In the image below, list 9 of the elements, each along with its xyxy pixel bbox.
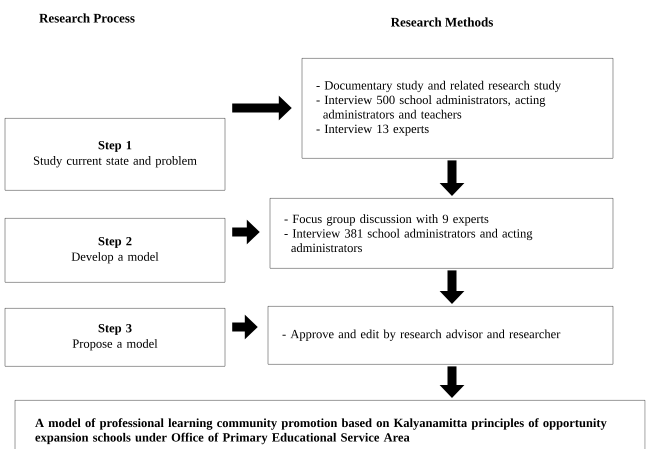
step-box: Step 2 Develop a model — [4, 218, 226, 282]
method-box: - Focus group discussion with 9 experts - Interview 381 school administrators and acting administrators — [270, 198, 614, 268]
method-box: - Documentary study and related research study - Interview 500 school administrators, acting administrators and teachers - Interview 13 experts — [302, 58, 614, 158]
step-box: Step 3 Propose a model — [4, 308, 226, 366]
column-heading: Research Process — [39, 13, 135, 23]
column-heading: Research Methods — [390, 17, 493, 27]
result-box: A model of professional learning community promotion based on Kalyanamitta principles of opportunity expansion schools under Office of Primary Educational Service Area — [14, 400, 646, 449]
method-box: - Approve and edit by research advisor and researcher — [268, 306, 614, 364]
step-box: Step 1 Study current state and problem — [4, 118, 226, 190]
